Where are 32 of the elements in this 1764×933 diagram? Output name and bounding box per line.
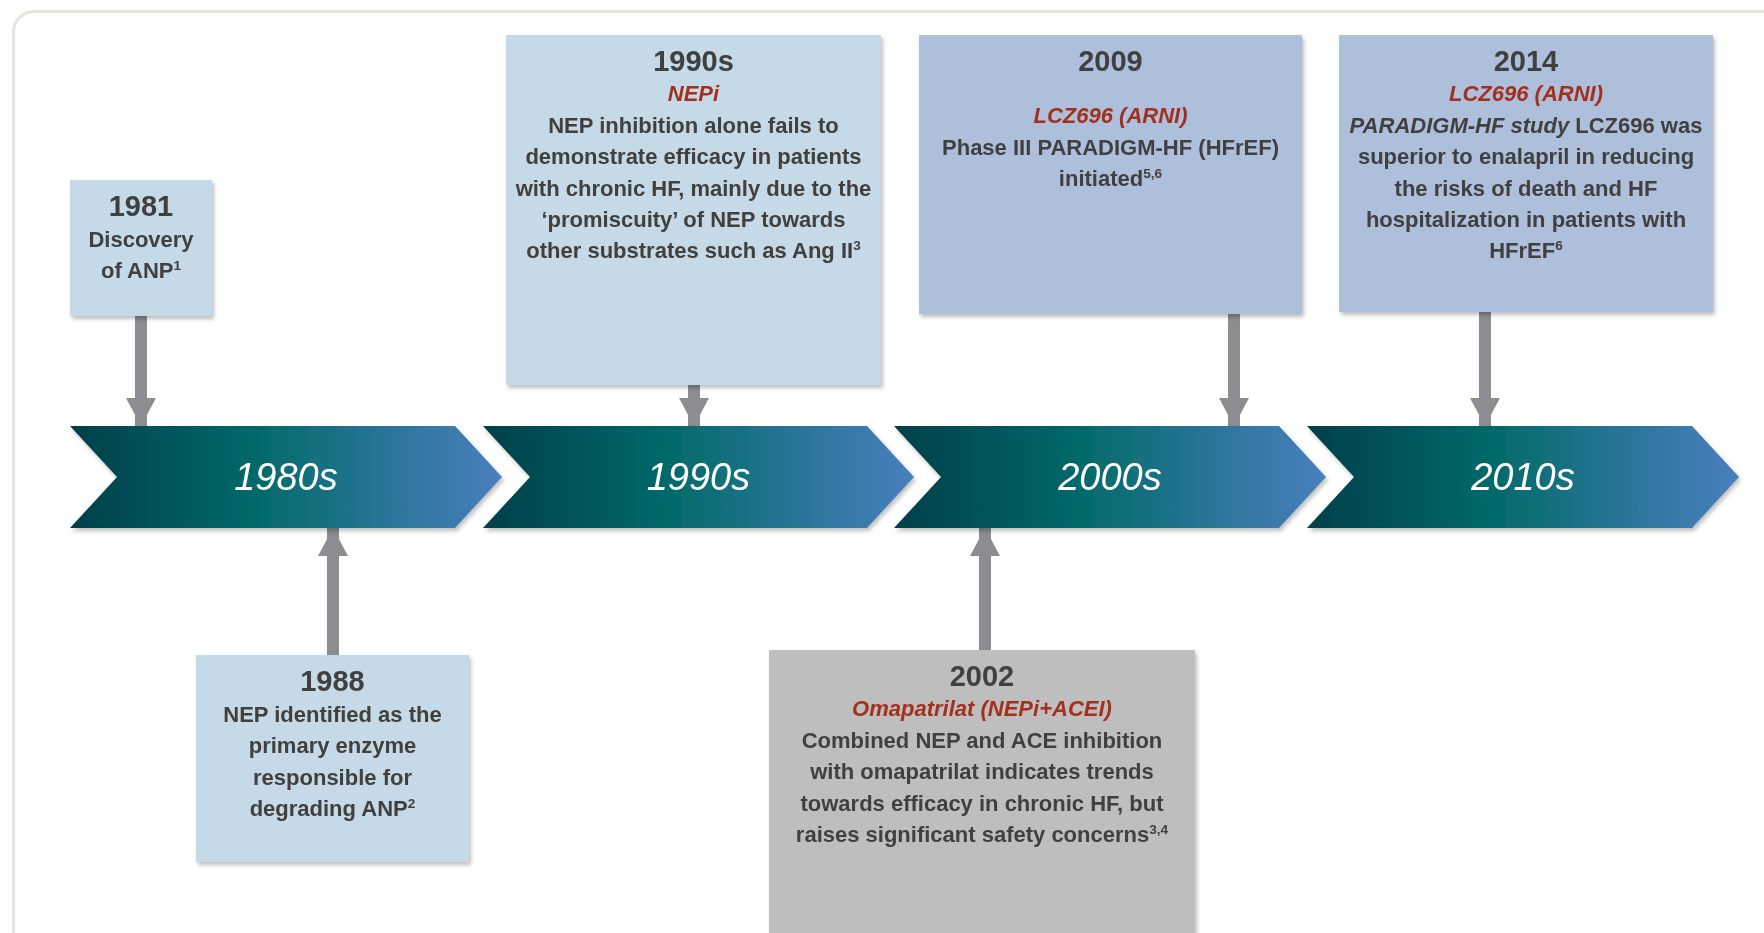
event-box <box>919 35 1302 314</box>
decade-label: 1990s <box>646 455 751 499</box>
arrow <box>1219 314 1249 426</box>
event-box <box>70 180 212 316</box>
event-box <box>506 35 881 385</box>
decade-label: 2000s <box>1058 455 1162 499</box>
drug-subtitle: NEPi <box>667 80 720 109</box>
event-description: Discovery of ANP$^{1}$ <box>87 226 195 286</box>
arrow <box>318 528 348 655</box>
event-description: NEP identified as the primary enzyme responsible for degrading ANP$^{2}$ <box>222 701 443 823</box>
event-box <box>1339 35 1713 312</box>
decade-label: 1980s <box>234 455 338 499</box>
year-heading: 2014 <box>1493 44 1559 79</box>
year-heading: 2009 <box>1078 44 1143 79</box>
event-description: Phase III PARADIGM-HF (HFrEF) initiated$^{5,6}$ <box>941 134 1280 194</box>
year-heading: 1990s <box>653 44 734 79</box>
decade-label: 2010s <box>1471 455 1575 499</box>
drug-subtitle: Omapatrilat (NEPi+ACEI) <box>852 695 1112 724</box>
arrow <box>1470 312 1500 426</box>
event-description: PARADIGM-HF study LCZ696 was superior to enalapril in reducing the risks of death and HF hospitalization in patients with HFrEF$^{6}$ <box>1348 112 1704 265</box>
event-box <box>769 650 1195 933</box>
arrow <box>970 528 1000 650</box>
year-heading: 1981 <box>108 189 174 224</box>
event-description: NEP inhibition alone fails to demonstrate efficacy in patients with chronic HF, mainly due to the ‘promiscuity’ of NEP towards other substrates such as Ang II$^{3}$ <box>514 112 873 265</box>
arrow <box>126 316 156 426</box>
drug-subtitle: LCZ696 (ARNI) <box>1033 102 1188 131</box>
year-heading: 2002 <box>949 659 1015 694</box>
arrow <box>679 385 709 426</box>
drug-subtitle: LCZ696 (ARNI) <box>1449 80 1603 109</box>
event-description: Combined NEP and ACE inhibition with omapatrilat indicates trends towards efficacy in chronic HF, but raises significant safety concerns$^{3,4}$ <box>794 727 1170 849</box>
year-heading: 1988 <box>300 664 365 699</box>
event-box <box>196 655 469 862</box>
